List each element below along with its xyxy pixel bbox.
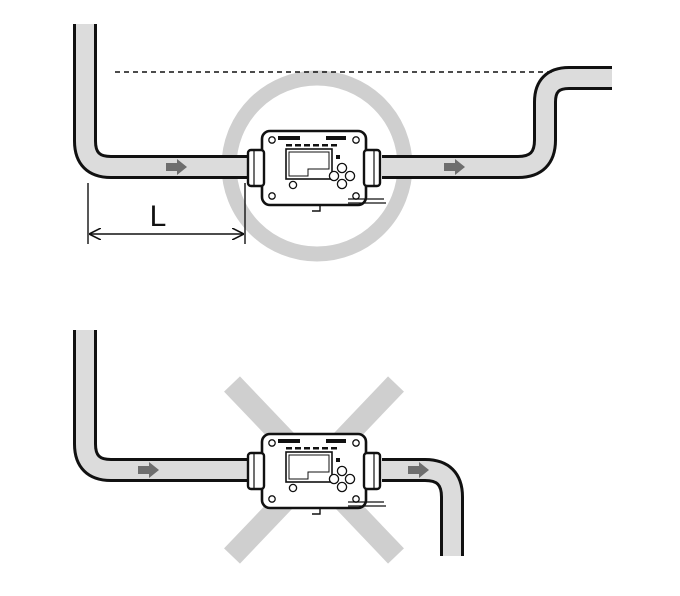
outlet-fitting — [362, 451, 382, 491]
correct-installation-diagram: L — [73, 24, 612, 262]
status-led-row — [286, 144, 337, 147]
straight-run-dimension: L — [87, 183, 246, 244]
flow-arrow-icon — [166, 159, 187, 175]
downstream-pipe — [382, 66, 612, 179]
flow-sensor-icon — [246, 432, 386, 515]
display-window — [285, 451, 333, 483]
upstream-pipe — [73, 330, 250, 482]
inlet-fitting — [246, 148, 266, 188]
flow-arrow-icon — [444, 159, 465, 175]
flow-arrow-icon — [408, 462, 429, 478]
straight-run-label: L — [150, 200, 167, 233]
display-window — [285, 148, 333, 180]
incorrect-installation-diagram — [73, 330, 464, 564]
inlet-fitting — [246, 451, 266, 491]
upstream-pipe — [73, 24, 250, 179]
four-way-keypad-icon — [328, 162, 356, 190]
flow-arrow-icon — [138, 462, 159, 478]
four-way-keypad-icon — [328, 465, 356, 493]
flow-sensor-icon — [246, 129, 386, 212]
status-led-row — [286, 447, 337, 450]
outlet-fitting — [362, 148, 382, 188]
